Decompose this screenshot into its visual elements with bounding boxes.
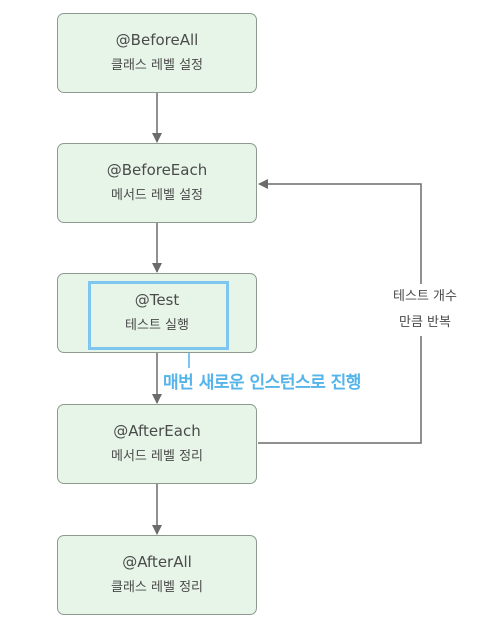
node-afterall: @AfterAll 클래스 레벨 정리 <box>57 535 257 615</box>
node-description: 메서드 레벨 설정 <box>111 188 203 203</box>
node-beforeall: @BeforeAll 클래스 레벨 설정 <box>57 13 257 93</box>
node-aftereach: @AfterEach 메서드 레벨 정리 <box>57 404 257 484</box>
node-title: @AfterAll <box>122 553 192 571</box>
loop-label: 테스트 개수 만큼 반복 <box>380 284 470 336</box>
node-description: 클래스 레벨 정리 <box>111 580 203 595</box>
node-description: 테스트 실행 <box>125 318 189 333</box>
node-title: @Test <box>134 291 180 309</box>
test-highlight-box <box>88 281 229 350</box>
node-description: 클래스 레벨 설정 <box>111 58 203 73</box>
instance-callout: 매번 새로운 인스턴스로 진행 <box>163 373 361 393</box>
node-title: @AfterEach <box>113 422 201 440</box>
node-title: @BeforeAll <box>115 31 199 49</box>
node-title: @BeforeEach <box>106 161 208 179</box>
node-beforeeach: @BeforeEach 메서드 레벨 설정 <box>57 143 257 223</box>
loop-label-line-1: 테스트 개수 <box>393 289 457 304</box>
loop-label-line-2: 만큼 반복 <box>399 315 451 330</box>
node-description: 메서드 레벨 정리 <box>111 449 203 464</box>
